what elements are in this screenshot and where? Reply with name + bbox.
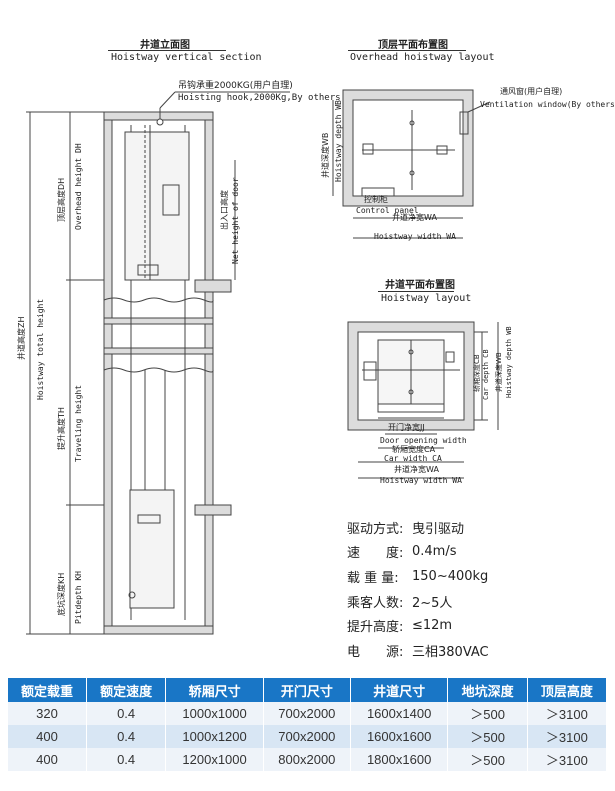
overhead-layout-title-en: Overhead hoistway layout: [350, 52, 495, 63]
header-hoistway-size: 井道尺寸: [350, 678, 449, 702]
hoistway-layout-drawing: [347, 321, 499, 479]
floor-slab-top: [194, 279, 232, 293]
overhead-layout-title-underline: [348, 50, 466, 51]
table-cell: 1200x1000: [165, 748, 264, 771]
table-cell: 700x2000: [263, 725, 351, 748]
hook-label-en: Hoisting hook,2000Kg,By others: [178, 93, 341, 103]
header-overhead-height: 顶层高度: [527, 678, 608, 702]
vertical-section-drawing: [26, 91, 290, 635]
spec-label: 乘客人数:: [347, 595, 404, 611]
car-bottom: [129, 489, 175, 609]
control-panel-label-cn: 控制柜: [364, 195, 388, 204]
table-row: 320 0.4 1000x1000 700x2000 1600x1400 ＞50…: [8, 702, 608, 725]
spec-label: 载 重 量:: [347, 570, 399, 586]
car-top: [124, 131, 190, 281]
table-cell: 400: [8, 748, 87, 771]
car-depth-label-cn: 轿厢深度CB: [473, 354, 481, 392]
spec-label: 提升高度:: [347, 620, 404, 636]
overhead-width-label-en: Hoistway width WA: [374, 232, 456, 241]
header-pit-depth: 地坑深度: [447, 678, 528, 702]
hoistway-layout-title-underline: [378, 291, 454, 292]
overhead-layout-title-cn: 顶层平面布置图: [378, 40, 448, 51]
spec-row: 提升高度: ≤12m: [347, 613, 587, 638]
vent-label-cn: 通风窗(用户自理): [500, 87, 563, 96]
table-cell: ＞3100: [527, 748, 608, 771]
table-cell: ＞3100: [527, 725, 608, 748]
spec-row: 载 重 量: 150~400kg: [347, 564, 587, 589]
table-row: 400 0.4 1200x1000 800x2000 1800x1600 ＞50…: [8, 748, 608, 771]
spec-label: 电 源:: [347, 644, 404, 660]
spec-row: 驱动方式: 曳引驱动: [347, 515, 587, 540]
vertical-section-title-en: Hoistway vertical section: [111, 52, 262, 63]
spec-value: 曳引驱动: [412, 521, 465, 537]
header-rated-load: 额定载重: [8, 678, 87, 702]
table-cell: 1000x1200: [165, 725, 264, 748]
table-cell: 0.4: [86, 725, 167, 748]
table-row: 400 0.4 1000x1200 700x2000 1600x1600 ＞50…: [8, 725, 608, 748]
control-panel-label-en: Control panel: [356, 206, 419, 215]
car-depth-label-en: Car depth CB: [482, 349, 490, 400]
table-header-row: 额定载重 额定速度 轿厢尺寸 开门尺寸 井道尺寸 地坑深度 顶层高度: [8, 678, 608, 702]
spec-table: 额定载重 额定速度 轿厢尺寸 开门尺寸 井道尺寸 地坑深度 顶层高度 320 0…: [8, 678, 608, 771]
table-cell: 400: [8, 725, 87, 748]
spec-list: 驱动方式: 曳引驱动 速 度: 0.4m/s 载 重 量: 150~400kg 乘客人…: [347, 515, 587, 663]
table-cell: ＞3100: [527, 702, 608, 725]
vent-label-en: Ventilation window(By others): [480, 100, 615, 109]
floor-slab-low: [194, 504, 232, 516]
hoistway-layout-title-cn: 井道平面布置图: [385, 280, 455, 291]
hoistway-width-label-en: Hoistway width WA: [380, 476, 462, 485]
header-door-size: 开门尺寸: [263, 678, 351, 702]
overhead-layout-drawing: [332, 89, 491, 239]
hoistway-width-label-cn: 井道净宽WA: [394, 465, 439, 474]
table-cell: 0.4: [86, 702, 167, 725]
hook-label-cn: 吊钩承重2000KG(用户自理): [178, 81, 293, 91]
floor-slab-mid2: [103, 347, 214, 355]
spec-value: 2~5人: [412, 595, 453, 611]
table-cell: 700x2000: [263, 702, 351, 725]
spec-value: 150~400kg: [412, 568, 489, 584]
spec-row: 电 源: 三相380VAC: [347, 638, 587, 663]
overhead-width-label-cn: 井道净宽WA: [392, 213, 437, 222]
door-opening-label-en: Door opening width: [380, 436, 467, 445]
vertical-section-title-cn: 井道立面图: [140, 40, 190, 51]
table-cell: 800x2000: [263, 748, 351, 771]
floor-slab-mid1: [103, 317, 214, 325]
table-cell: 320: [8, 702, 87, 725]
table-cell: 1800x1600: [350, 748, 449, 771]
shaft-pit-floor: [103, 625, 214, 635]
spec-value: 三相380VAC: [412, 644, 489, 660]
table-cell: 0.4: [86, 748, 167, 771]
hoistway-layout-title-en: Hoistway layout: [381, 293, 472, 304]
table-cell: 1600x1400: [350, 702, 449, 725]
spec-row: 乘客人数: 2~5人: [347, 589, 587, 614]
header-rated-speed: 额定速度: [86, 678, 167, 702]
hoistway-depth-label-cn: 井道深度WB: [495, 352, 503, 392]
table-cell: 1600x1600: [350, 725, 449, 748]
table-cell: ＞500: [447, 725, 528, 748]
spec-row: 速 度: 0.4m/s: [347, 540, 587, 565]
table-cell: ＞500: [447, 702, 528, 725]
vertical-section-title-underline: [108, 50, 226, 51]
hoistway-depth-label-en: Hoistway depth WB: [505, 326, 513, 398]
spec-value: ≤12m: [412, 618, 453, 634]
header-car-size: 轿厢尺寸: [165, 678, 264, 702]
car-width-label-cn: 轿厢宽度CA: [392, 445, 436, 454]
door-opening-label-cn: 开门净宽JJ: [388, 423, 425, 432]
car-width-label-en: Car width CA: [384, 454, 442, 463]
spec-label: 驱动方式:: [347, 521, 404, 537]
table-cell: ＞500: [447, 748, 528, 771]
spec-label: 速 度:: [347, 546, 404, 562]
spec-value: 0.4m/s: [412, 544, 457, 560]
table-cell: 1000x1000: [165, 702, 264, 725]
